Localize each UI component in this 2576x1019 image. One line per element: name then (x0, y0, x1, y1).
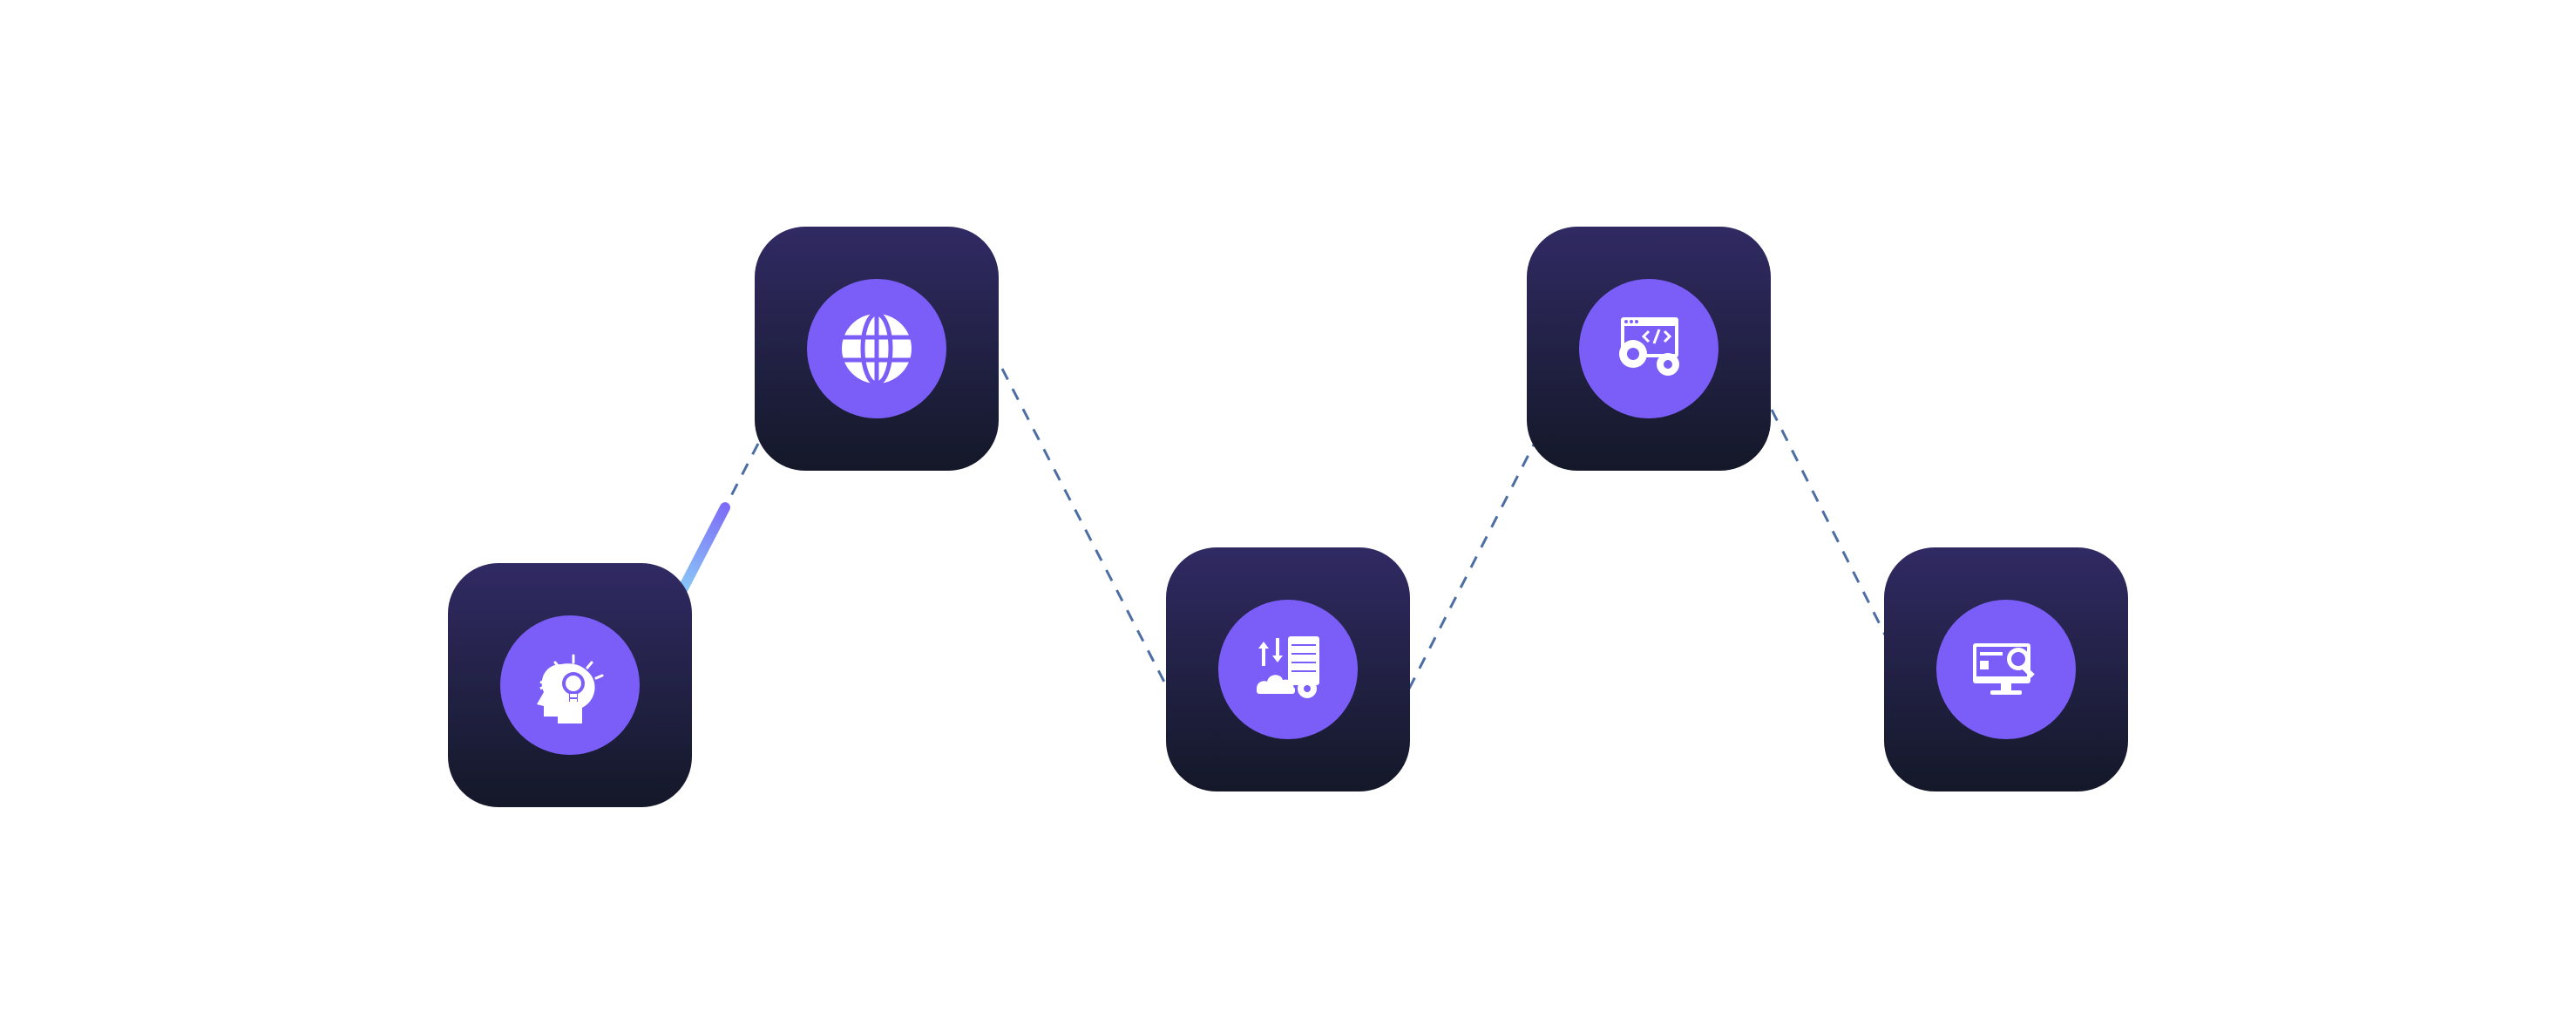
connector-web-server (1000, 368, 1169, 690)
connector-dev-testing (1770, 409, 1888, 639)
gear-icon (1619, 340, 1647, 368)
code-window-gears-icon (1619, 317, 1679, 376)
globe-icon (842, 311, 912, 386)
step-web-node[interactable] (755, 227, 999, 471)
step-server-node[interactable] (1166, 547, 1410, 791)
monitor-search-icon (1973, 643, 2035, 695)
step-idea-node[interactable] (448, 563, 692, 807)
step-testing-node[interactable] (1884, 547, 2128, 791)
step-dev-node[interactable] (1527, 227, 1771, 471)
gear-icon (1657, 353, 1679, 376)
connector-server-dev (1407, 444, 1535, 690)
cloud-server-transfer-icon (1257, 636, 1319, 698)
idea-head-lightbulb-icon (537, 654, 604, 723)
